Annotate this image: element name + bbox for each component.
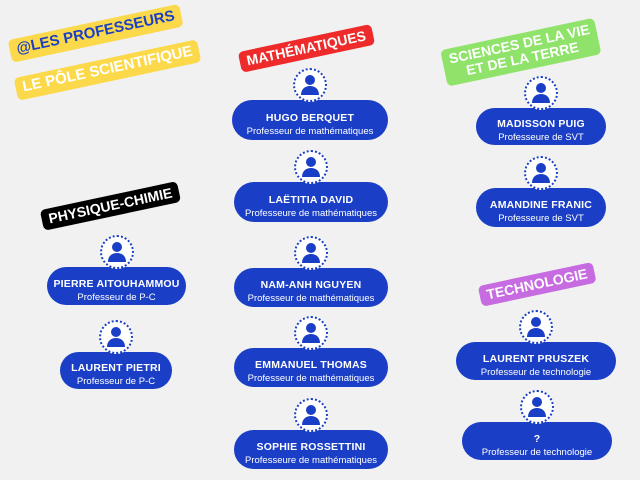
teacher-name: ? [533, 432, 541, 445]
section-pc-label: PHYSIQUE-CHIMIE [39, 181, 182, 232]
section-svt-label: SCIENCES DE LA VIE ET DE LA TERRE [440, 17, 602, 87]
avatar-icon [294, 236, 328, 270]
teacher-pill: PIERRE AITOUHAMMOU Professeur de P-C [47, 267, 186, 305]
teacher-pill: LAËTITIA DAVID Professeure de mathématiq… [234, 182, 388, 222]
teacher-name: PIERRE AITOUHAMMOU [53, 277, 180, 290]
teacher-pill: EMMANUEL THOMAS Professeur de mathématiq… [234, 348, 388, 387]
avatar-icon [294, 316, 328, 350]
avatar-icon [293, 68, 327, 102]
teacher-pill: MADISSON PUIG Professeure de SVT [476, 108, 606, 145]
section-maths-label: MATHÉMATIQUES [237, 24, 375, 74]
avatar-icon [524, 76, 558, 110]
teacher-pill: HUGO BERQUET Professeur de mathématiques [232, 100, 388, 140]
section-techno-label: TECHNOLOGIE [477, 261, 597, 308]
avatar-icon [520, 390, 554, 424]
teacher-name: LAURENT PIETRI [71, 362, 161, 374]
teacher-role: Professeur de P-C [76, 376, 156, 387]
teacher-pill: ? Professeur de technologie [462, 422, 612, 460]
teacher-name: LAËTITIA DAVID [268, 193, 354, 206]
teacher-name: EMMANUEL THOMAS [255, 359, 367, 371]
teacher-role: Professeure de mathématiques [244, 207, 378, 219]
teacher-name: HUGO BERQUET [265, 111, 355, 124]
teacher-role: Professeur de mathématiques [246, 125, 374, 137]
teacher-name: SOPHIE ROSSETTINI [256, 441, 366, 453]
teacher-pill: LAURENT PRUSZEK Professeur de technologi… [456, 342, 616, 380]
teacher-pill: SOPHIE ROSSETTINI Professeure de mathéma… [234, 430, 388, 469]
avatar-icon [99, 320, 133, 354]
teacher-pill: AMANDINE FRANIC Professeure de SVT [476, 188, 606, 227]
teacher-name: AMANDINE FRANIC [489, 199, 593, 211]
teacher-role: Professeur de P-C [77, 291, 156, 303]
teacher-role: Professeur de technologie [480, 366, 592, 378]
avatar-icon [524, 156, 558, 190]
avatar-icon [519, 310, 553, 344]
teacher-role: Professeur de mathématiques [247, 373, 375, 384]
teacher-role: Professeure de mathématiques [244, 455, 378, 466]
teacher-name: NAM-ANH NGUYEN [260, 279, 362, 291]
teacher-role: Professeur de mathématiques [247, 293, 375, 304]
teacher-name: LAURENT PRUSZEK [482, 352, 590, 365]
teacher-pill: LAURENT PIETRI Professeur de P-C [60, 352, 172, 389]
teacher-pill: NAM-ANH NGUYEN Professeur de mathématiqu… [234, 268, 388, 307]
avatar-icon [99, 235, 134, 269]
avatar-icon [294, 398, 328, 432]
teacher-role: Professeur de technologie [481, 446, 593, 458]
avatar-icon [294, 150, 328, 184]
teacher-role: Professeure de SVT [498, 132, 584, 143]
teacher-name: MADISSON PUIG [497, 118, 585, 130]
teacher-role: Professeure de SVT [498, 213, 584, 224]
